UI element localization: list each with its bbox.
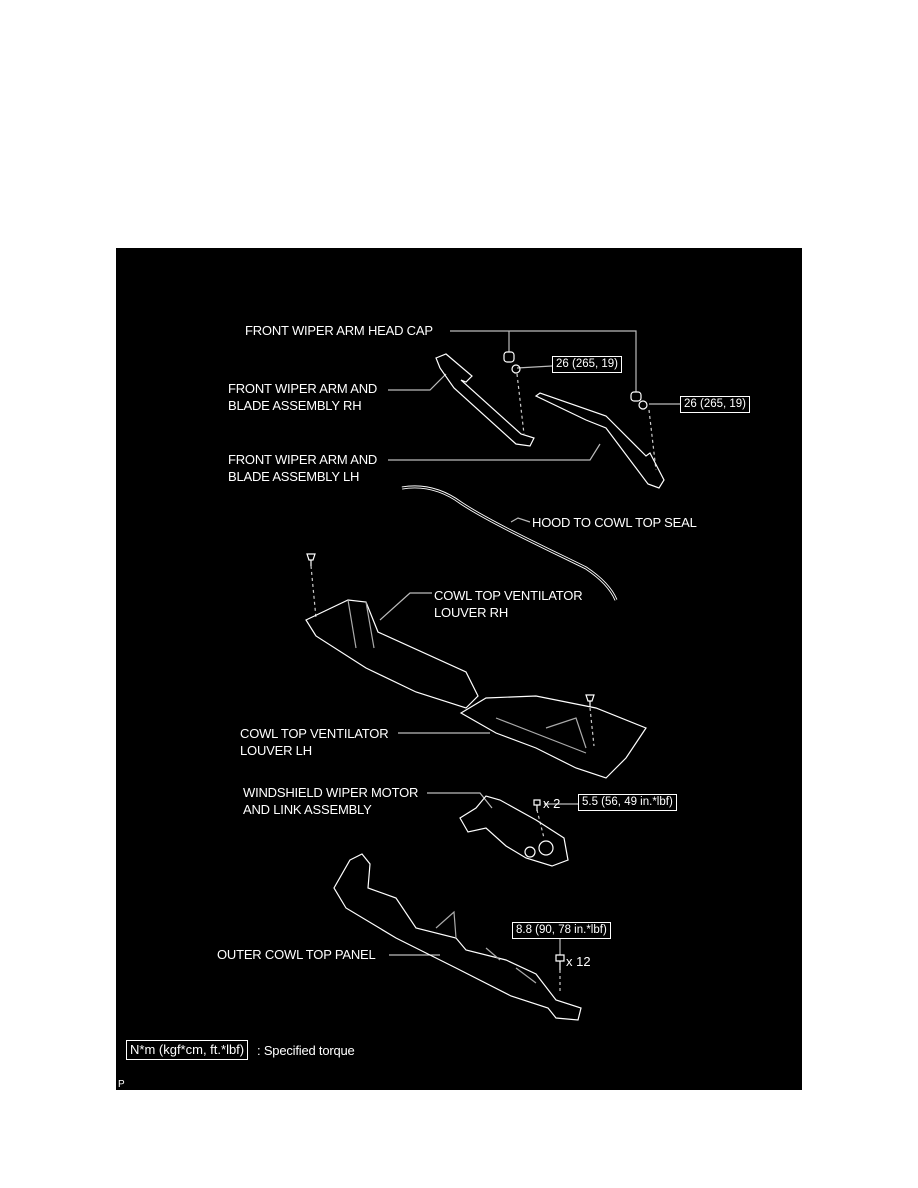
label-line-1: COWL TOP VENTILATOR bbox=[434, 588, 583, 603]
clip-rh bbox=[306, 553, 316, 566]
wiper-motor-link-assembly bbox=[459, 795, 569, 867]
label-line-1: COWL TOP VENTILATOR bbox=[240, 726, 389, 741]
label-front-wiper-arm-head-cap: FRONT WIPER ARM HEAD CAP bbox=[245, 323, 433, 338]
parts-illustration bbox=[305, 330, 680, 1021]
label-outer-cowl-top-panel: OUTER COWL TOP PANEL bbox=[217, 947, 376, 962]
legend-torque-unit-box: N*m (kgf*cm, ft.*lbf) bbox=[126, 1040, 249, 1060]
torque-nut-lh: 26 (265, 19) bbox=[680, 396, 751, 413]
label-line-2: BLADE ASSEMBLY LH bbox=[228, 469, 360, 484]
clip-lh bbox=[585, 694, 595, 707]
bolt-panel bbox=[555, 954, 565, 970]
motor-bolt-quantity: x 2 bbox=[543, 796, 561, 811]
label-front-wiper-arm-rh: FRONT WIPER ARM AND BLADE ASSEMBLY RH bbox=[228, 380, 377, 414]
torque-nut-rh: 26 (265, 19) bbox=[552, 356, 623, 373]
wiper-arm-rh bbox=[435, 353, 535, 447]
nut-rh bbox=[511, 364, 521, 374]
label-line-1: FRONT WIPER ARM AND bbox=[228, 381, 378, 396]
legend-text: : Specified torque bbox=[257, 1043, 355, 1058]
cowl-louver-rh bbox=[305, 599, 479, 709]
label-line-2: LOUVER RH bbox=[434, 605, 509, 620]
head-cap-rh bbox=[503, 351, 515, 363]
torque-motor-bolt: 5.5 (56, 49 in.*lbf) bbox=[578, 794, 677, 811]
label-line-2: AND LINK ASSEMBLY bbox=[243, 802, 372, 817]
nut-lh bbox=[638, 400, 648, 410]
torque-panel-bolt: 8.8 (90, 78 in.*lbf) bbox=[512, 922, 611, 939]
panel-bolt-quantity: x 12 bbox=[566, 954, 591, 969]
label-front-wiper-arm-lh: FRONT WIPER ARM AND BLADE ASSEMBLY LH bbox=[228, 451, 377, 485]
outer-cowl-top-panel bbox=[333, 853, 582, 1021]
cowl-louver-lh bbox=[459, 695, 647, 779]
leader-lines bbox=[379, 330, 680, 956]
label-cowl-louver-rh: COWL TOP VENTILATOR LOUVER RH bbox=[434, 587, 583, 621]
label-wiper-motor: WINDSHIELD WIPER MOTOR AND LINK ASSEMBLY bbox=[243, 784, 418, 818]
label-line-2: LOUVER LH bbox=[240, 743, 312, 758]
hood-to-cowl-seal bbox=[401, 485, 618, 601]
label-line-2: BLADE ASSEMBLY RH bbox=[228, 398, 362, 413]
wiper-arm-lh bbox=[534, 392, 665, 489]
label-cowl-louver-lh: COWL TOP VENTILATOR LOUVER LH bbox=[240, 725, 389, 759]
bolt-motor bbox=[533, 799, 541, 811]
label-hood-to-cowl-top-seal: HOOD TO COWL TOP SEAL bbox=[532, 515, 697, 530]
head-cap-lh bbox=[630, 391, 642, 402]
exploded-parts-diagram: FRONT WIPER ARM HEAD CAP FRONT WIPER ARM… bbox=[116, 248, 802, 1090]
corner-mark: P bbox=[118, 1079, 125, 1090]
dashed-fastener-lines bbox=[310, 373, 657, 993]
label-line-1: FRONT WIPER ARM AND bbox=[228, 452, 378, 467]
label-line-1: WINDSHIELD WIPER MOTOR bbox=[243, 785, 419, 800]
